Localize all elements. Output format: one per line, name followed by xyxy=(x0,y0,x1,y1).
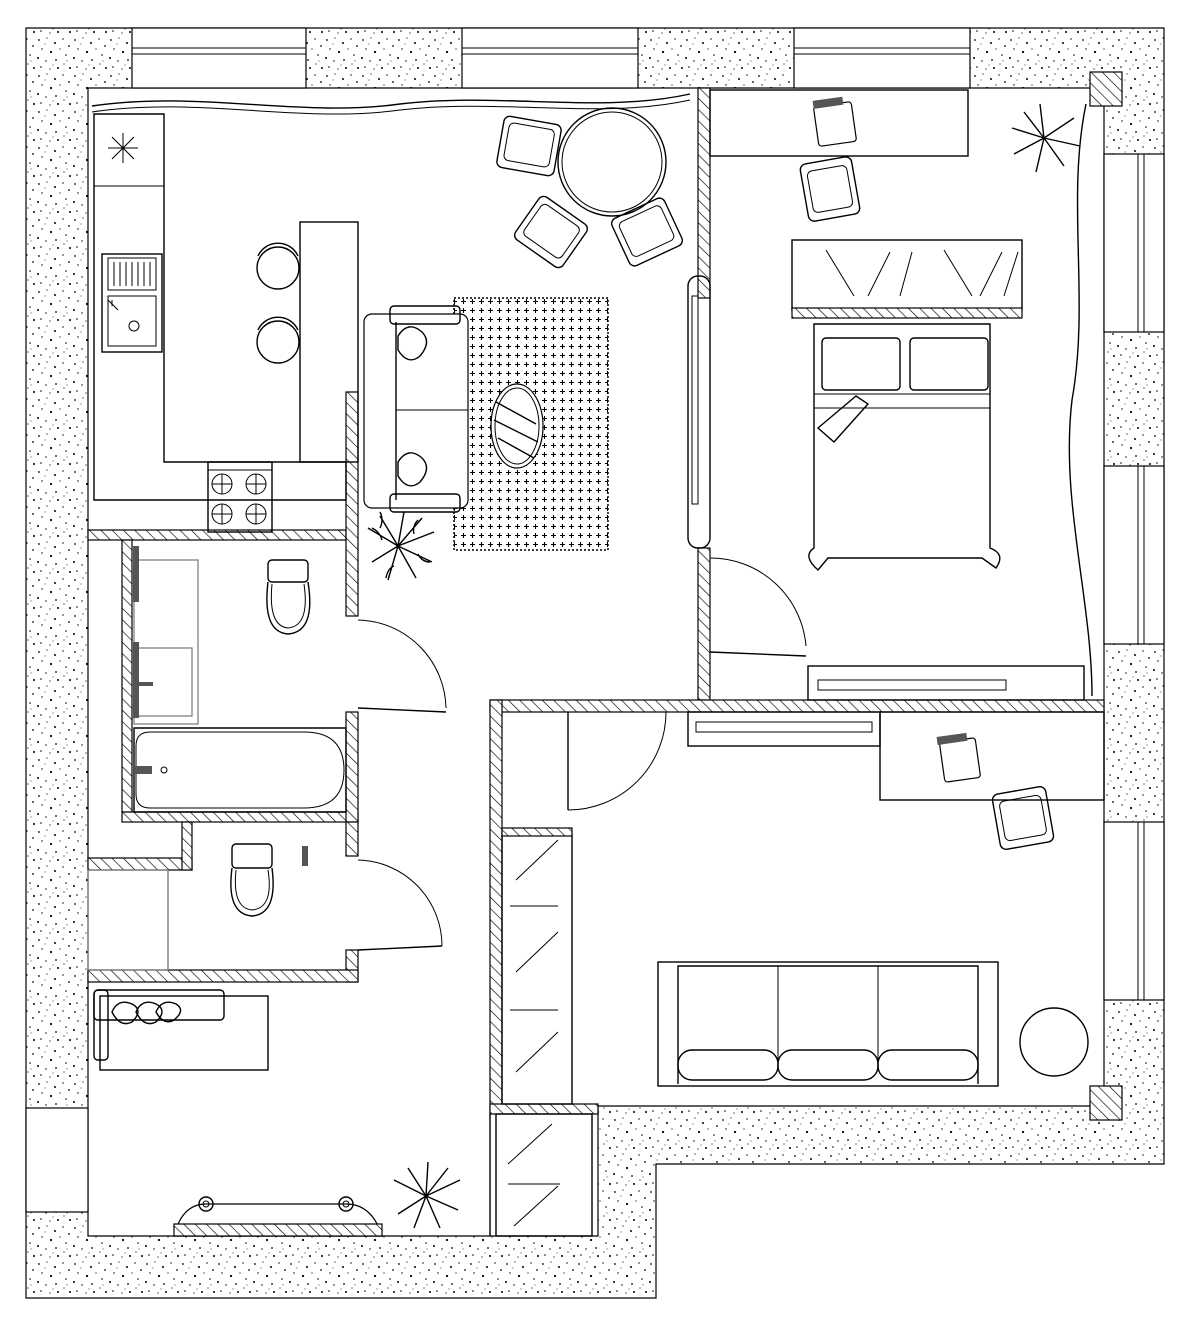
desk xyxy=(709,89,969,157)
exterior-walls xyxy=(25,27,1165,1299)
bathtub-icon xyxy=(133,727,347,813)
chair-icon xyxy=(799,96,861,222)
radiator-icon xyxy=(807,665,1085,701)
interior-walls xyxy=(87,87,1105,1115)
study-lounge xyxy=(501,711,1105,1105)
toilet-icon xyxy=(266,559,311,635)
door-swing-icon xyxy=(709,557,807,657)
door-swing-icon xyxy=(357,859,443,951)
bedroom xyxy=(687,89,1093,701)
window-icon xyxy=(131,27,307,89)
bathroom xyxy=(133,546,347,813)
chair-icon xyxy=(936,732,1055,851)
window-icon xyxy=(25,1107,89,1213)
sink-icon xyxy=(133,642,193,718)
toilet-icon xyxy=(230,843,308,917)
rug-icon xyxy=(453,297,609,551)
sink-icon xyxy=(101,253,163,353)
table-icon xyxy=(557,107,667,217)
hallway xyxy=(93,989,593,1237)
wardrobe-icon xyxy=(687,275,711,549)
bar-stool-icon xyxy=(256,242,300,364)
bench-icon xyxy=(93,989,269,1071)
extractor-icon xyxy=(108,133,138,163)
window-icon xyxy=(1103,465,1165,645)
kitchen-living-room xyxy=(91,93,691,713)
plant-icon xyxy=(1011,103,1081,173)
toilet-room xyxy=(87,843,443,971)
plant-icon xyxy=(367,511,435,581)
chair-icon xyxy=(496,115,683,269)
sofa-icon xyxy=(363,305,469,513)
wardrobe-icon xyxy=(501,827,573,1105)
radiator-icon xyxy=(687,711,881,747)
wardrobe-icon xyxy=(489,1113,593,1237)
radiator-icon xyxy=(173,1196,383,1237)
sofa-icon xyxy=(657,961,999,1087)
bed-icon xyxy=(808,323,1001,571)
window-icon xyxy=(1103,153,1165,333)
door-swing-icon xyxy=(567,711,667,811)
door-swing-icon xyxy=(357,619,447,713)
window-icon xyxy=(461,27,639,89)
plant-icon xyxy=(393,1161,461,1229)
desk xyxy=(879,711,1105,801)
window-icon xyxy=(793,27,971,89)
stove-icon xyxy=(207,461,273,533)
side-table-icon xyxy=(1019,1007,1089,1077)
kitchen-island xyxy=(299,221,359,463)
window-icon xyxy=(1103,821,1165,1001)
